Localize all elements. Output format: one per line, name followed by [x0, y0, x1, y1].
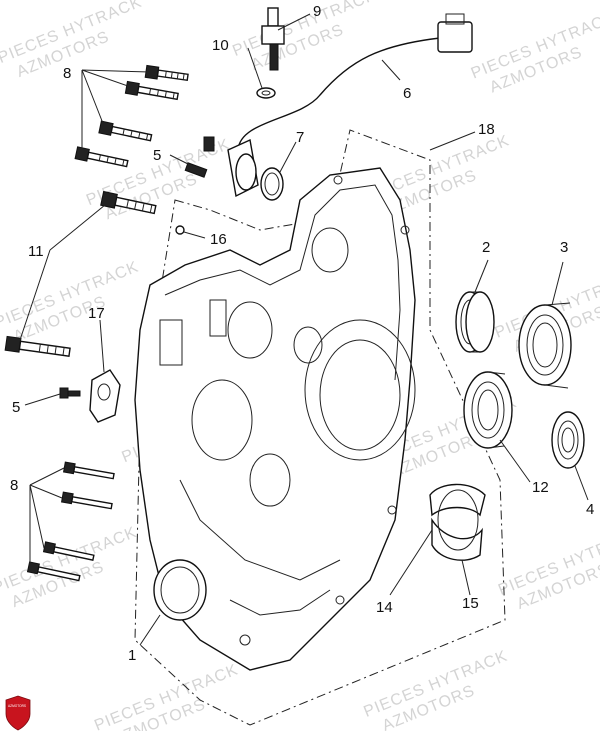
crankcase-half [134, 167, 416, 671]
label-4: 4 [586, 501, 594, 518]
label-2: 2 [482, 239, 490, 256]
label-12: 12 [532, 479, 549, 496]
oil-seal-2 [455, 291, 495, 353]
label-6: 6 [403, 85, 411, 102]
label-17: 17 [88, 305, 105, 322]
bearing-3 [518, 302, 572, 389]
label-8-lower: 8 [10, 477, 18, 494]
sensor-wire-harness [227, 13, 473, 198]
label-1: 1 [128, 647, 136, 664]
o-ring-10 [256, 87, 276, 99]
azmotors-logo: AZMOTORS [5, 695, 31, 731]
dowel-pin-16 [175, 225, 185, 235]
label-11: 11 [28, 243, 44, 260]
label-7: 7 [296, 129, 304, 146]
bearing-4 [551, 411, 585, 469]
label-8-upper: 8 [63, 65, 71, 82]
o-ring-7 [260, 167, 284, 201]
part-labels: 9 10 6 7 8 5 18 16 11 17 5 2 3 12 4 8 14… [10, 3, 594, 664]
logo-text: AZMOTORS [8, 704, 26, 708]
bracket-17 [89, 369, 121, 423]
label-3: 3 [560, 239, 568, 256]
label-5-left: 5 [12, 399, 20, 416]
label-14: 14 [376, 599, 393, 616]
label-9: 9 [313, 3, 321, 20]
label-18: 18 [478, 121, 495, 138]
bearing-12 [463, 371, 513, 449]
label-16: 16 [210, 231, 227, 248]
bolts-8-upper [74, 64, 189, 168]
bushing-14-15 [429, 483, 486, 561]
bolt-5-top [184, 136, 215, 178]
label-5-top: 5 [153, 147, 161, 164]
bolt-11-lower [4, 335, 71, 357]
bolt-11-top [100, 190, 157, 215]
label-10: 10 [212, 37, 229, 54]
leader-lines [19, 13, 589, 646]
label-15: 15 [462, 595, 479, 612]
bolt-5-left [59, 387, 81, 399]
sensor-part-9 [261, 7, 285, 71]
